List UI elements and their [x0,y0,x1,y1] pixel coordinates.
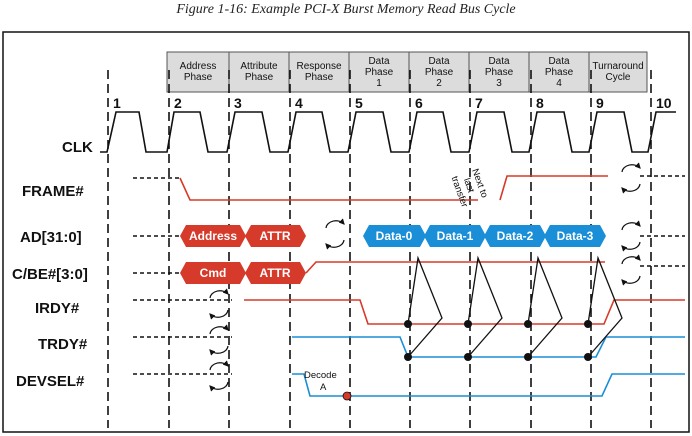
phase-box [228,51,290,93]
phase-label: Data [368,56,390,67]
clock-number: 2 [174,95,182,111]
turnaround-arrow-icon [325,239,345,250]
phase-label: Data [488,56,510,67]
ad-box-data1-label: Data-1 [437,229,474,243]
phase-label: Data [428,56,450,67]
phase-box [408,51,470,93]
ad-box-data2-label: Data-2 [497,229,534,243]
turnaround-arrow-icon [621,275,641,286]
cbe-box-cmd-label: Cmd [200,266,227,280]
ad-box-data1 [424,225,486,247]
clock-number: 7 [475,95,483,111]
phase-label: Phase [545,67,574,78]
clock-number: 3 [234,95,242,111]
turnaround-arrows [209,162,641,392]
phase-header: AddressPhaseAttributePhaseResponsePhaseD… [166,51,648,93]
phase-label: Phase [245,72,274,83]
ad-box-data3-label: Data-3 [557,229,594,243]
clock-number: 4 [295,95,303,111]
turnaround-arrow-icon [209,324,229,335]
ad-box-data2 [484,225,546,247]
signal-label-frame: FRAME# [22,183,84,200]
phase-box [288,51,350,93]
turnaround-arrow-icon [209,381,229,392]
phase-label: Phase [365,67,394,78]
phase-label: Attribute [240,61,278,72]
clock-number: 8 [536,95,544,111]
turnaround-arrow-icon [621,183,641,194]
signal-label-ad: AD[31:0] [20,229,82,246]
clock-edge-lines [107,70,652,428]
phase-box [588,51,648,93]
signal-label-trdy: TRDY# [38,336,88,353]
phase-label: 3 [496,78,502,89]
ad-box-data0-label: Data-0 [376,229,413,243]
phase-box [348,51,410,93]
phase-label: Address [180,61,217,72]
ad-box-address [180,225,246,247]
signal-label-cbe: C/BE#[3:0] [12,266,88,283]
diagram-frame [2,31,690,433]
phase-label: Phase [485,67,514,78]
turnaround-arrow-icon [621,241,641,252]
decode-label-line2: A [320,382,327,393]
phase-box [166,51,230,93]
ad-box-data3 [544,225,606,247]
ad-box-attr-label: ATTR [259,229,290,243]
turnaround-arrow-icon [209,345,229,356]
clk-waveform [100,111,676,153]
turnaround-arrow-icon [325,218,345,229]
decode-label-line1: Decode [304,370,337,381]
clock-number: 6 [415,95,423,111]
turnaround-arrow-icon [621,162,641,173]
phase-label: Phase [305,72,334,83]
transfer-dots [404,320,592,361]
signal-label-irdy: IRDY# [35,300,80,317]
cbe-waveform [305,261,605,274]
transfer-markers [407,255,623,358]
phase-label: Response [296,61,341,72]
turnaround-arrow-icon [621,220,641,231]
phase-label: Cycle [605,72,630,83]
signal-label-devsel: DEVSEL# [16,373,85,390]
turnaround-arrow-icon [209,360,229,371]
decode-dot [342,391,352,401]
signal-label-clk: CLK [62,139,93,156]
phase-label: 1 [376,78,382,89]
cbe-box-attr-label: ATTR [259,266,290,280]
phase-label: Phase [184,72,213,83]
trdy-waveform [292,336,685,358]
clock-number: 1 [113,95,121,111]
cbe-box-cmd [180,262,246,284]
turnaround-arrow-icon [209,288,229,299]
clock-number: 10 [656,95,672,111]
clock-numbers: 1 2 3 4 5 6 7 8 9 10 [113,95,672,111]
ad-box-attr [245,225,306,247]
phase-label: 2 [436,78,442,89]
phase-label: 4 [556,78,562,89]
ad-box-data0 [363,225,426,247]
phase-box [468,51,530,93]
irdy-waveform [244,299,685,325]
phase-label: Phase [425,67,454,78]
cbe-box-attr [245,262,306,284]
devsel-waveform [292,373,685,397]
figure-caption: Figure 1-16: Example PCI-X Burst Memory … [176,2,516,17]
turnaround-arrow-icon [621,254,641,265]
clock-number: 5 [355,95,363,111]
turnaround-arrow-icon [209,309,229,320]
clock-number: 9 [596,95,604,111]
phase-label: Turnaround [592,61,643,72]
phase-label: Data [548,56,570,67]
svg-text:last: last [461,177,477,195]
frame-waveform [179,175,608,201]
ad-box-address-label: Address [189,229,237,243]
